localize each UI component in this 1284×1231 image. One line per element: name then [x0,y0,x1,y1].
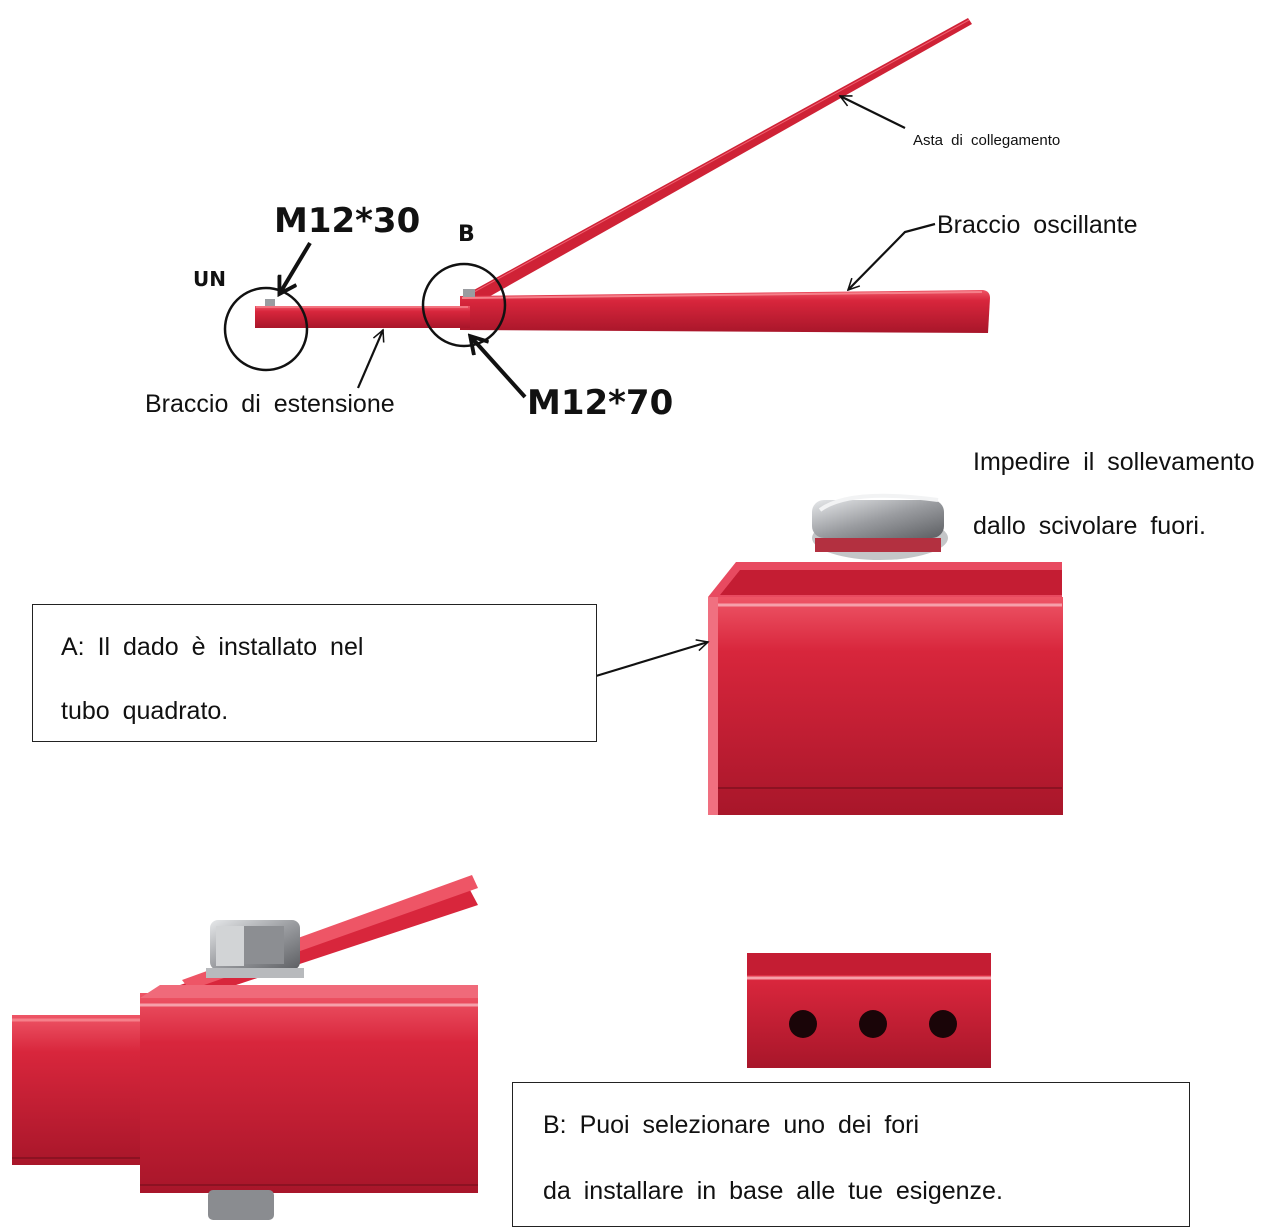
hole-1 [789,1010,817,1038]
callout-box-b: B: Puoi selezionare uno dei fori da inst… [512,1082,1190,1227]
circle-point-b [421,262,507,348]
extension-arm [255,306,470,328]
callout-a-line-2: tubo quadrato. [61,697,229,725]
hole-2 [859,1010,887,1038]
photo-holes [747,953,991,1068]
label-swing-arm: Braccio oscillante [937,211,1138,239]
photo-square-tube [708,493,1063,815]
label-link-rod: Asta di collegamento [913,132,1061,149]
note-line-1: Impedire il sollevamento [973,448,1255,476]
nut-photo-a [812,493,948,560]
arrow-bolt-a [280,241,312,293]
label-extension-arm: Braccio di estensione [145,390,395,418]
swing-arm [460,290,990,333]
hex-nut-photo-b [206,920,304,978]
circle-point-a [223,286,309,372]
label-bolt-b: M12*70 [527,383,674,423]
arrow-swing-arm [848,222,936,290]
hole-3 [929,1010,957,1038]
arrow-box-a [595,642,708,678]
callout-a-line-1: A: Il dado è installato nel [61,633,364,661]
callout-box-a: A: Il dado è installato nel tubo quadrat… [32,604,597,742]
callout-b-line-1: B: Puoi selezionare uno dei fori [543,1111,920,1139]
arrow-bolt-b [471,337,527,399]
callout-b-line-2: da installare in base alle tue esigenze. [543,1177,1003,1205]
label-point-b: B [458,222,475,247]
bolt-head-b [463,289,475,297]
link-rod [463,18,972,303]
bolt-head-a [265,299,275,306]
arrow-link-rod [840,95,906,129]
arrow-extension-arm [356,330,383,389]
label-bolt-a: M12*30 [274,201,421,241]
note-line-2: dallo scivolare fuori. [973,512,1206,540]
photo-joint [12,875,478,1220]
bolt-bottom [208,1190,274,1220]
label-point-a: UN [193,267,226,291]
